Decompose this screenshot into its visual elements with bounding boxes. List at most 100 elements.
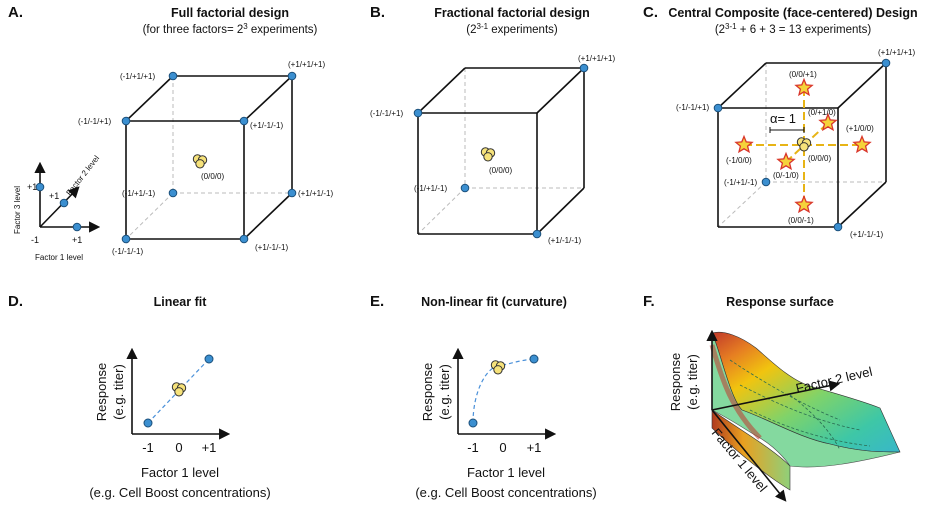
panel-b-subtitle: (23-1 experiments)	[466, 22, 558, 37]
panel-c-subtitle: (23-1 + 6 + 3 = 13 experiments)	[715, 22, 872, 37]
center-label: (0/0/0)	[489, 166, 512, 175]
y-axis-sublabel: (e.g. titer)	[111, 364, 126, 420]
vertex-label: (+1/-1/-1)	[548, 236, 581, 245]
design-point	[287, 71, 297, 81]
center-point	[171, 382, 187, 397]
panel-a: A. Full factorial design (for three fact…	[8, 4, 333, 262]
design-point	[713, 103, 723, 113]
star-label: (0/+1/0)	[808, 108, 836, 117]
x-axis-label: Factor 1 level	[467, 465, 545, 480]
star-label: (0/-1/0)	[773, 171, 799, 180]
center-point	[490, 360, 506, 375]
panel-e-title: Non-linear fit (curvature)	[421, 295, 567, 309]
design-point	[121, 116, 131, 126]
design-point	[287, 188, 297, 198]
panel-d: D. Linear fit -1 0 +1 Factor 1 level (e.…	[8, 293, 271, 500]
response-surface	[709, 331, 901, 491]
center-point	[480, 147, 496, 162]
panel-d-letter: D.	[8, 293, 23, 310]
tick-label: +1	[49, 191, 59, 201]
factor-2-axis-label: Factor 2 level	[64, 154, 101, 198]
panel-b: B. Fractional factorial design (23-1 exp…	[370, 4, 615, 245]
tick-label: +1	[527, 440, 542, 455]
star-point	[852, 134, 872, 154]
vertex-label: (-1/-1/+1)	[370, 109, 403, 118]
data-point	[529, 354, 539, 364]
star-points	[734, 77, 872, 214]
y-axis-label: Response	[94, 363, 109, 422]
design-point	[833, 222, 843, 232]
vertex-label: (+1/+1/-1)	[298, 189, 333, 198]
panel-c-letter: C.	[643, 4, 658, 21]
vertex-label: (+1/+1/+1)	[878, 48, 915, 57]
center-point	[192, 154, 208, 169]
y-axis-label: Response	[420, 363, 435, 422]
vertex-label: (-1/-1/-1)	[112, 247, 143, 256]
tick-label: +1	[27, 182, 37, 192]
x-axis-label: Factor 1 level	[141, 465, 219, 480]
design-point	[460, 183, 470, 193]
y-axis-sublabel: (e.g. titer)	[437, 364, 452, 420]
vertex-label: (-1/-1/+1)	[78, 117, 111, 126]
tick-label: 0	[175, 440, 182, 455]
y-axis-label: Response	[668, 353, 683, 412]
design-point	[239, 116, 249, 126]
panel-c-title: Central Composite (face-centered) Design	[668, 6, 917, 20]
design-point	[121, 234, 131, 244]
panel-a-subtitle: (for three factors= 23 experiments)	[143, 22, 318, 37]
axes-triad: +1 +1 +1 -1 Factor 1 level Factor 3 leve…	[13, 154, 101, 262]
design-point	[881, 58, 891, 68]
star-point	[734, 134, 754, 154]
star-label: (-1/0/0)	[726, 156, 752, 165]
star-point	[794, 77, 814, 97]
star-point	[794, 194, 814, 214]
star-point	[818, 112, 838, 132]
panel-e: E. Non-linear fit (curvature) -1 0 +1 Fa…	[370, 293, 597, 500]
vertex-label: (+1/-1/-1)	[250, 121, 283, 130]
vertex-label: (+1/-1/-1)	[255, 243, 288, 252]
panel-f-letter: F.	[643, 293, 655, 310]
star-label: (0/0/-1)	[788, 216, 814, 225]
vertex-label: (-1/+1/-1)	[414, 184, 447, 193]
data-point	[143, 418, 153, 428]
design-point	[239, 234, 249, 244]
alpha-label: α= 1	[770, 111, 796, 126]
factor-2-label: Factor 2 level	[794, 364, 874, 396]
data-point	[204, 354, 214, 364]
panel-c: C. Central Composite (face-centered) Des…	[643, 4, 918, 239]
panel-e-letter: E.	[370, 293, 384, 310]
factor-2-axis	[711, 380, 841, 411]
tick-label: 0	[499, 440, 506, 455]
tick-label: -1	[31, 235, 39, 245]
data-point	[468, 418, 478, 428]
center-label: (0/0/0)	[201, 172, 224, 181]
tick-label: +1	[72, 235, 82, 245]
center-label: (0/0/0)	[808, 154, 831, 163]
y-axis-sublabel: (e.g. titer)	[685, 354, 700, 410]
vertex-label: (-1/+1/-1)	[724, 178, 757, 187]
vertex-label: (-1/+1/-1)	[122, 189, 155, 198]
star-point	[776, 151, 796, 171]
vertex-label: (+1/-1/-1)	[850, 230, 883, 239]
factor-3-axis-label: Factor 3 level	[13, 186, 22, 234]
panel-b-title: Fractional factorial design	[434, 6, 590, 20]
tick-label: -1	[142, 440, 154, 455]
star-label: (+1/0/0)	[846, 124, 874, 133]
panel-a-title: Full factorial design	[171, 6, 289, 20]
design-point	[532, 229, 542, 239]
vertex-label: (+1/+1/+1)	[288, 60, 325, 69]
panel-f-title: Response surface	[726, 295, 834, 309]
design-point	[579, 63, 589, 73]
cube-c	[717, 62, 887, 228]
star-label: (0/0/+1)	[789, 70, 817, 79]
tick-label: +1	[202, 440, 217, 455]
x-axis-sublabel: (e.g. Cell Boost concentrations)	[415, 485, 596, 500]
cube-b	[417, 67, 585, 235]
vertex-label: (-1/-1/+1)	[676, 103, 709, 112]
panel-a-letter: A.	[8, 4, 23, 21]
panel-d-title: Linear fit	[154, 295, 208, 309]
factor-1-axis	[711, 409, 787, 502]
panel-f: F. Response surface Response (e.g. titer…	[643, 293, 901, 502]
vertex-label: (+1/+1/+1)	[578, 54, 615, 63]
